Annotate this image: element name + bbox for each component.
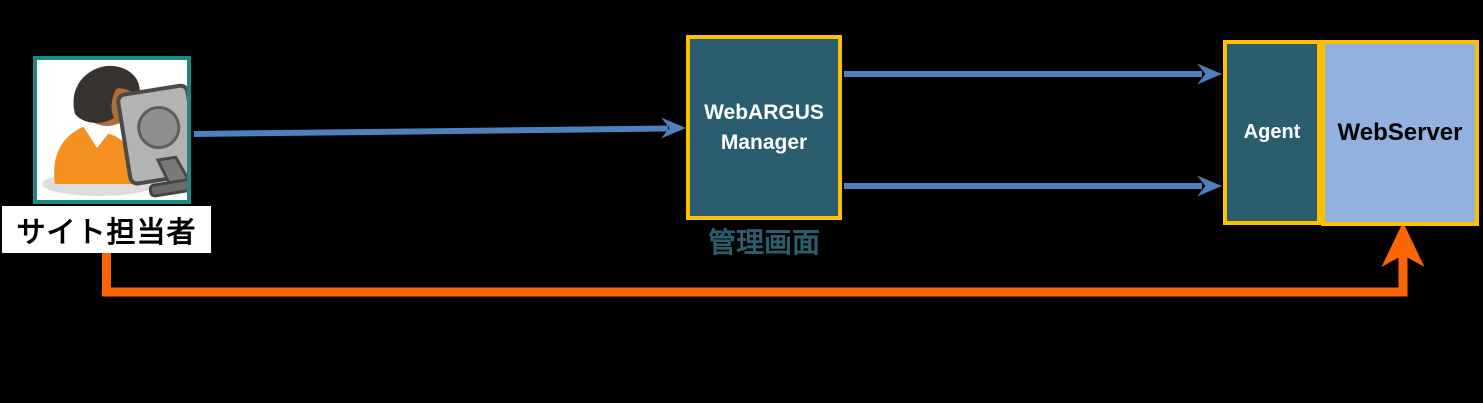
actor-icon-box (33, 56, 191, 204)
webserver-label: WebServer (1337, 119, 1463, 146)
arrow-manager-to-agent-top (844, 63, 1222, 85)
person-hair (73, 65, 140, 123)
node-webargus-manager: WebARGUS Manager (686, 35, 842, 220)
manager-title-line2: Manager (720, 130, 808, 154)
person-collar (83, 122, 111, 148)
arrow-user-to-webserver-orange (102, 222, 1425, 297)
person-at-computer-icon (42, 65, 187, 198)
agent-label: Agent (1243, 121, 1301, 143)
arrow-manager-to-agent-bottom (844, 175, 1222, 197)
manager-title-line1: WebARGUS (704, 100, 824, 124)
node-webargus-manager-title: WebARGUS Manager (704, 98, 824, 158)
node-webargus-manager-caption: 管理画面 (707, 227, 820, 258)
arrow-user-to-manager (193, 117, 686, 139)
actor-label: サイト担当者 (2, 206, 211, 253)
person-body (54, 126, 135, 184)
node-webserver: WebServer (1321, 40, 1479, 226)
node-agent: Agent (1223, 40, 1321, 225)
monitor (116, 83, 187, 198)
